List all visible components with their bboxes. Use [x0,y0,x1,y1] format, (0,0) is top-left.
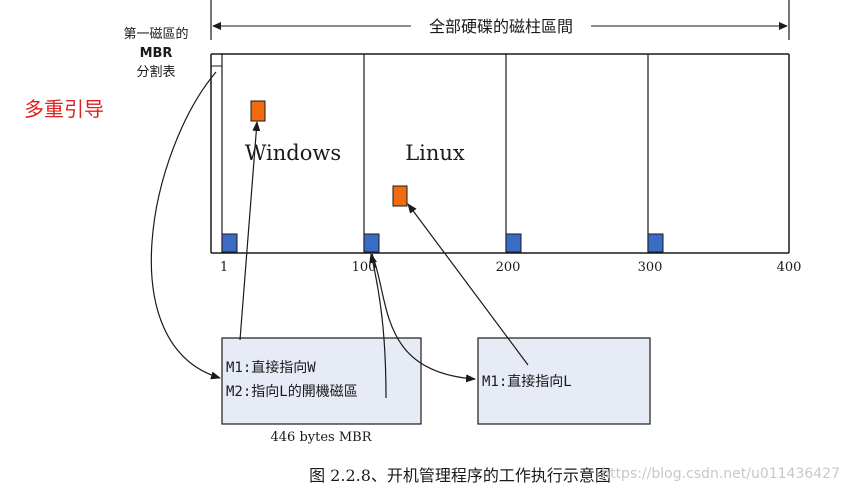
span-arrow-right [779,22,788,30]
boot-sector-marker-1 [221,233,238,253]
arrow-mbr-table-to-box [150,71,221,380]
arrow-linux-box-to-linux [407,203,529,366]
mbr-label-line1: 第一磁區的 [123,26,188,42]
linux-boot-code-marker [392,185,408,207]
boot-sector-marker-300 [647,233,664,253]
multi-boot-title: 多重引导 [24,97,104,121]
mbr-label-line2: MBR [140,46,173,61]
arrow-m2-to-linux-boot-sector [369,253,387,399]
mbr-boot-loader-box: M1:直接指向W M2:指向L的開機磁區 446 bytes MBR [221,337,422,445]
axis-tick-100: 100 [352,260,377,275]
axis-tick-1: 1 [220,260,228,275]
mbr-box-caption: 446 bytes MBR [271,430,373,445]
arrow-m1-to-windows [239,121,261,341]
mbr-menu-option-1: M1:直接指向W [226,359,316,376]
linux-partition-label: Linux [405,141,465,165]
mbr-menu-option-2: M2:指向L的開機磁區 [226,384,358,400]
windows-partition-label: Windows [245,141,341,165]
axis-tick-200: 200 [496,260,521,275]
linux-box-frame [477,337,651,425]
boot-sector-marker-200 [505,233,522,253]
mbr-label-line3: 分割表 [136,64,175,80]
linux-menu-option-1: M1:直接指向L [482,373,572,390]
axis-tick-400: 400 [777,260,802,275]
linux-boot-loader-box: M1:直接指向L [477,337,651,425]
mbr-partition-table-label: 第一磁區的 MBR 分割表 [123,26,188,80]
figure-caption: 图 2.2.8、开机管理程序的工作执行示意图 [309,466,611,485]
axis-tick-300: 300 [638,260,663,275]
boot-flow-arrows [150,71,529,399]
cylinder-span-label: 全部硬碟的磁柱區間 [429,17,573,36]
boot-sector-marker-100 [363,233,380,253]
cylinder-span-indicator: 全部硬碟的磁柱區間 [210,0,790,40]
span-arrow-left [212,22,221,30]
windows-boot-code-marker [250,100,266,122]
disk-cylinders [210,53,790,254]
watermark: https://blog.csdn.net/u011436427 [601,466,840,482]
arrow-linux-boot-sector-to-box [371,253,476,383]
mbr-box-frame [221,337,422,425]
